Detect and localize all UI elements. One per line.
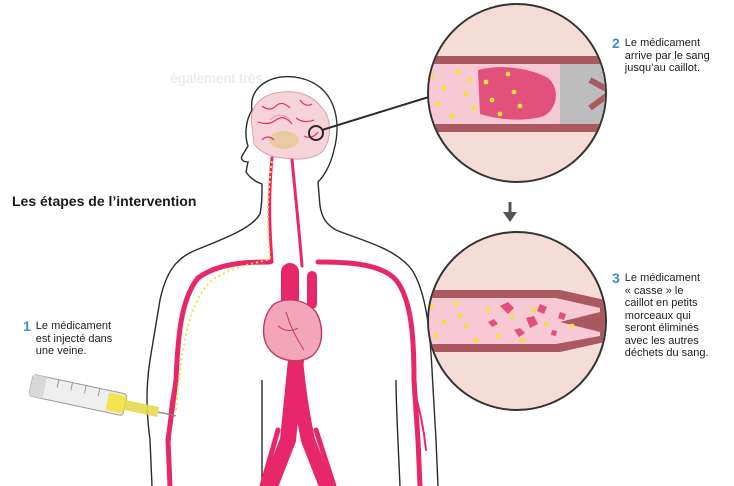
step-1-number: 1 — [23, 320, 31, 358]
syringe-icon — [29, 374, 178, 426]
step-3-number: 3 — [612, 272, 620, 360]
zoom-connector — [322, 96, 432, 130]
heart-illustration — [264, 300, 322, 361]
zoom-circle-clot-reached — [420, 4, 620, 182]
step-1-text: Le médicament est injecté dans une veine… — [36, 320, 112, 358]
page-title: Les étapes de l’intervention — [12, 193, 196, 209]
down-arrow-icon — [503, 202, 517, 222]
zoom-circle-clot-broken — [420, 232, 614, 410]
step-2-text: Le médicament arrive par le sang jusqu’a… — [625, 37, 710, 75]
step-1: 1 Le médicament est injecté dans une vei… — [23, 320, 153, 358]
step-3: 3 Le médicament « casse » le caillot en … — [612, 272, 734, 360]
step-3-text: Le médicament « casse » le caillot en pe… — [625, 272, 709, 360]
step-2-number: 2 — [612, 37, 620, 75]
step-2: 2 Le médicament arrive par le sang jusqu… — [612, 37, 730, 75]
